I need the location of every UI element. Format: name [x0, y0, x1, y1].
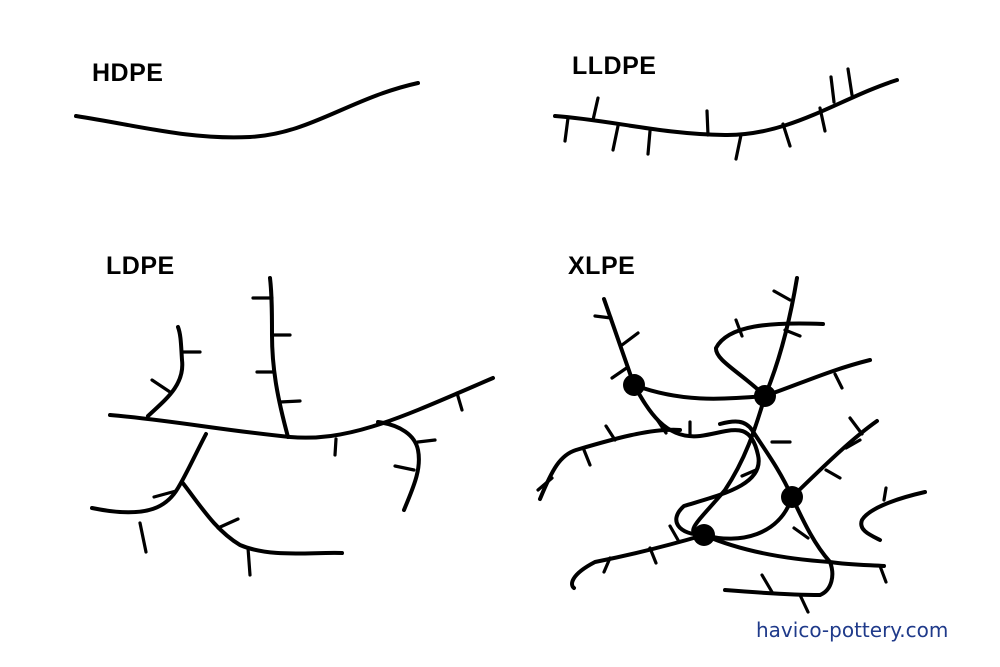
xlpe-branch: [602, 556, 612, 574]
xlpe-chain: [790, 495, 886, 568]
xlpe-chain: [718, 419, 794, 499]
crosslink-node: [623, 374, 645, 396]
xlpe-branch: [833, 372, 844, 390]
xlpe-branch: [798, 593, 810, 614]
xlpe-branch: [848, 416, 864, 436]
lldpe-branch: [734, 133, 743, 161]
xlpe-branch: [620, 331, 640, 347]
ldpe-branch: [455, 391, 464, 412]
xlpe-branch: [610, 365, 630, 380]
lldpe-branch: [563, 116, 570, 143]
lldpe-backbone: [553, 78, 899, 138]
ldpe-branch: [216, 517, 240, 530]
hdpe-label: HDPE: [92, 59, 164, 87]
xlpe-branch: [878, 564, 888, 584]
ldpe-chain: [90, 276, 495, 577]
ldpe-branch: [416, 438, 437, 444]
xlpe-chain: [602, 297, 761, 537]
crosslink-node: [781, 486, 803, 508]
ldpe-branch: [138, 521, 148, 554]
xlpe-branch: [740, 468, 758, 478]
lldpe-branch: [591, 96, 600, 122]
lldpe-branch: [646, 129, 652, 156]
xlpe-chain: [632, 358, 872, 401]
lldpe-label: LLDPE: [572, 52, 657, 80]
xlpe-branch: [654, 416, 668, 435]
xlpe-branch: [734, 318, 744, 338]
xlpe-chain: [570, 533, 706, 590]
xlpe-branch: [882, 486, 888, 502]
lldpe-branch: [846, 67, 854, 97]
xlpe-label: XLPE: [568, 252, 636, 280]
ldpe-long-branch: [268, 276, 290, 439]
xlpe-branch: [824, 468, 842, 480]
lldpe-branch: [781, 122, 792, 148]
xlpe-branch: [593, 314, 613, 320]
xlpe-branch: [582, 448, 592, 467]
xlpe-branch: [536, 476, 554, 492]
xlpe-chain: [691, 276, 799, 537]
ldpe-label: LDPE: [106, 252, 175, 280]
xlpe-branch: [792, 526, 810, 540]
lldpe-branch: [611, 124, 620, 152]
xlpe-chain: [538, 427, 682, 501]
ldpe-long-branch: [376, 420, 421, 512]
xlpe-branch: [604, 424, 617, 442]
xlpe-branch: [772, 289, 792, 302]
lldpe-branch: [818, 106, 827, 133]
ldpe-long-branch: [146, 325, 185, 418]
xlpe-branch: [844, 438, 862, 450]
ldpe-long-branch: [180, 480, 344, 556]
xlpe-branch: [760, 573, 774, 594]
crosslink-node: [693, 524, 715, 546]
xlpe-chain: [702, 533, 835, 597]
lldpe-branch: [705, 109, 710, 137]
ldpe-branch: [150, 378, 172, 394]
watermark-text: havico-pottery.com: [756, 618, 949, 642]
ldpe-branch: [333, 437, 338, 457]
xlpe-chain: [714, 321, 825, 398]
ldpe-backbone: [108, 376, 495, 440]
xlpe-chain: [859, 490, 927, 542]
lldpe-chain: [553, 67, 899, 161]
xlpe-branch: [648, 546, 658, 565]
xlpe-branch: [668, 524, 680, 542]
ldpe-branch: [393, 464, 416, 472]
xlpe-branch: [783, 328, 802, 338]
hdpe-backbone: [74, 81, 420, 140]
ldpe-long-branch: [90, 432, 208, 515]
ldpe-branch: [278, 399, 302, 404]
lldpe-branch: [829, 75, 836, 104]
ldpe-branch: [152, 489, 178, 499]
hdpe-chain: [74, 81, 420, 140]
ldpe-branch: [246, 546, 252, 577]
crosslink-node: [754, 385, 776, 407]
xlpe-network: [536, 276, 927, 614]
